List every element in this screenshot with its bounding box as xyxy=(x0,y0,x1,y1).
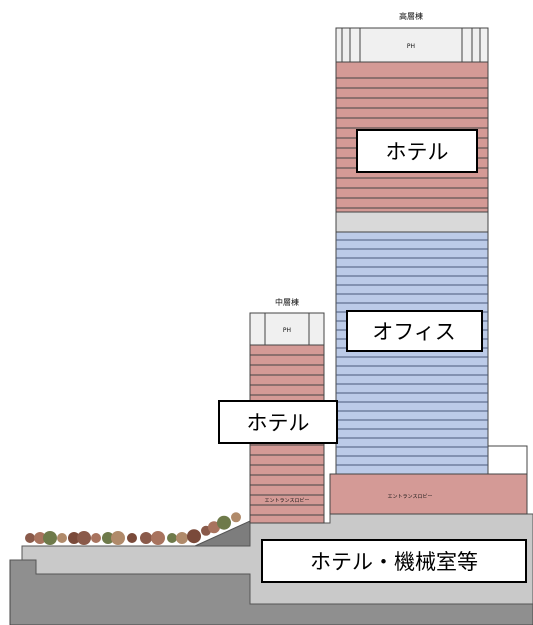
svg-text:ホテル・機械室等: ホテル・機械室等 xyxy=(310,550,478,574)
tree xyxy=(231,512,241,523)
tree-row xyxy=(25,512,241,545)
svg-text:ホテル: ホテル xyxy=(247,411,310,435)
tree xyxy=(167,533,177,543)
high-tower-penthouse xyxy=(335,27,489,63)
svg-text:オフィス: オフィス xyxy=(372,320,456,344)
tree xyxy=(34,532,46,544)
tree xyxy=(127,533,137,543)
tree xyxy=(176,532,188,544)
mid-penthouse-label: PH xyxy=(283,327,291,334)
tree xyxy=(111,531,125,545)
label-office: オフィス xyxy=(346,310,483,352)
label-hotel-high: ホテル xyxy=(356,129,478,173)
high-tower-mechanical-band xyxy=(335,211,489,233)
svg-text:ホテル: ホテル xyxy=(386,140,449,164)
mid-tower-penthouse xyxy=(249,312,325,346)
mid-lobby-label: エントランスロビー xyxy=(265,497,310,504)
label-basement: ホテル・機械室等 xyxy=(261,539,527,583)
high-tower-office-block xyxy=(335,231,489,475)
high-tower-annex xyxy=(487,445,528,475)
tree xyxy=(102,532,114,544)
high-penthouse-label: PH xyxy=(407,43,415,50)
penthouse-mullions xyxy=(341,28,481,62)
tree xyxy=(43,531,57,545)
tree xyxy=(91,533,101,543)
tree xyxy=(140,532,152,544)
tree xyxy=(77,531,91,545)
terrace-wall xyxy=(194,520,251,547)
tree xyxy=(25,533,35,543)
mid-tower-name: 中層棟 xyxy=(275,297,299,307)
high-tower-name: 高層棟 xyxy=(399,11,423,21)
high-lobby-label: エントランスロビー xyxy=(388,493,433,500)
tree xyxy=(57,533,67,543)
tree xyxy=(151,531,165,545)
label-hotel-mid: ホテル xyxy=(218,400,338,444)
tree xyxy=(68,532,80,544)
tree xyxy=(217,515,231,530)
high-tower-top-band xyxy=(335,61,489,79)
high-tower: PH 高層棟 エントランスロビー xyxy=(329,11,528,515)
tree xyxy=(187,529,201,544)
tree xyxy=(208,521,220,534)
